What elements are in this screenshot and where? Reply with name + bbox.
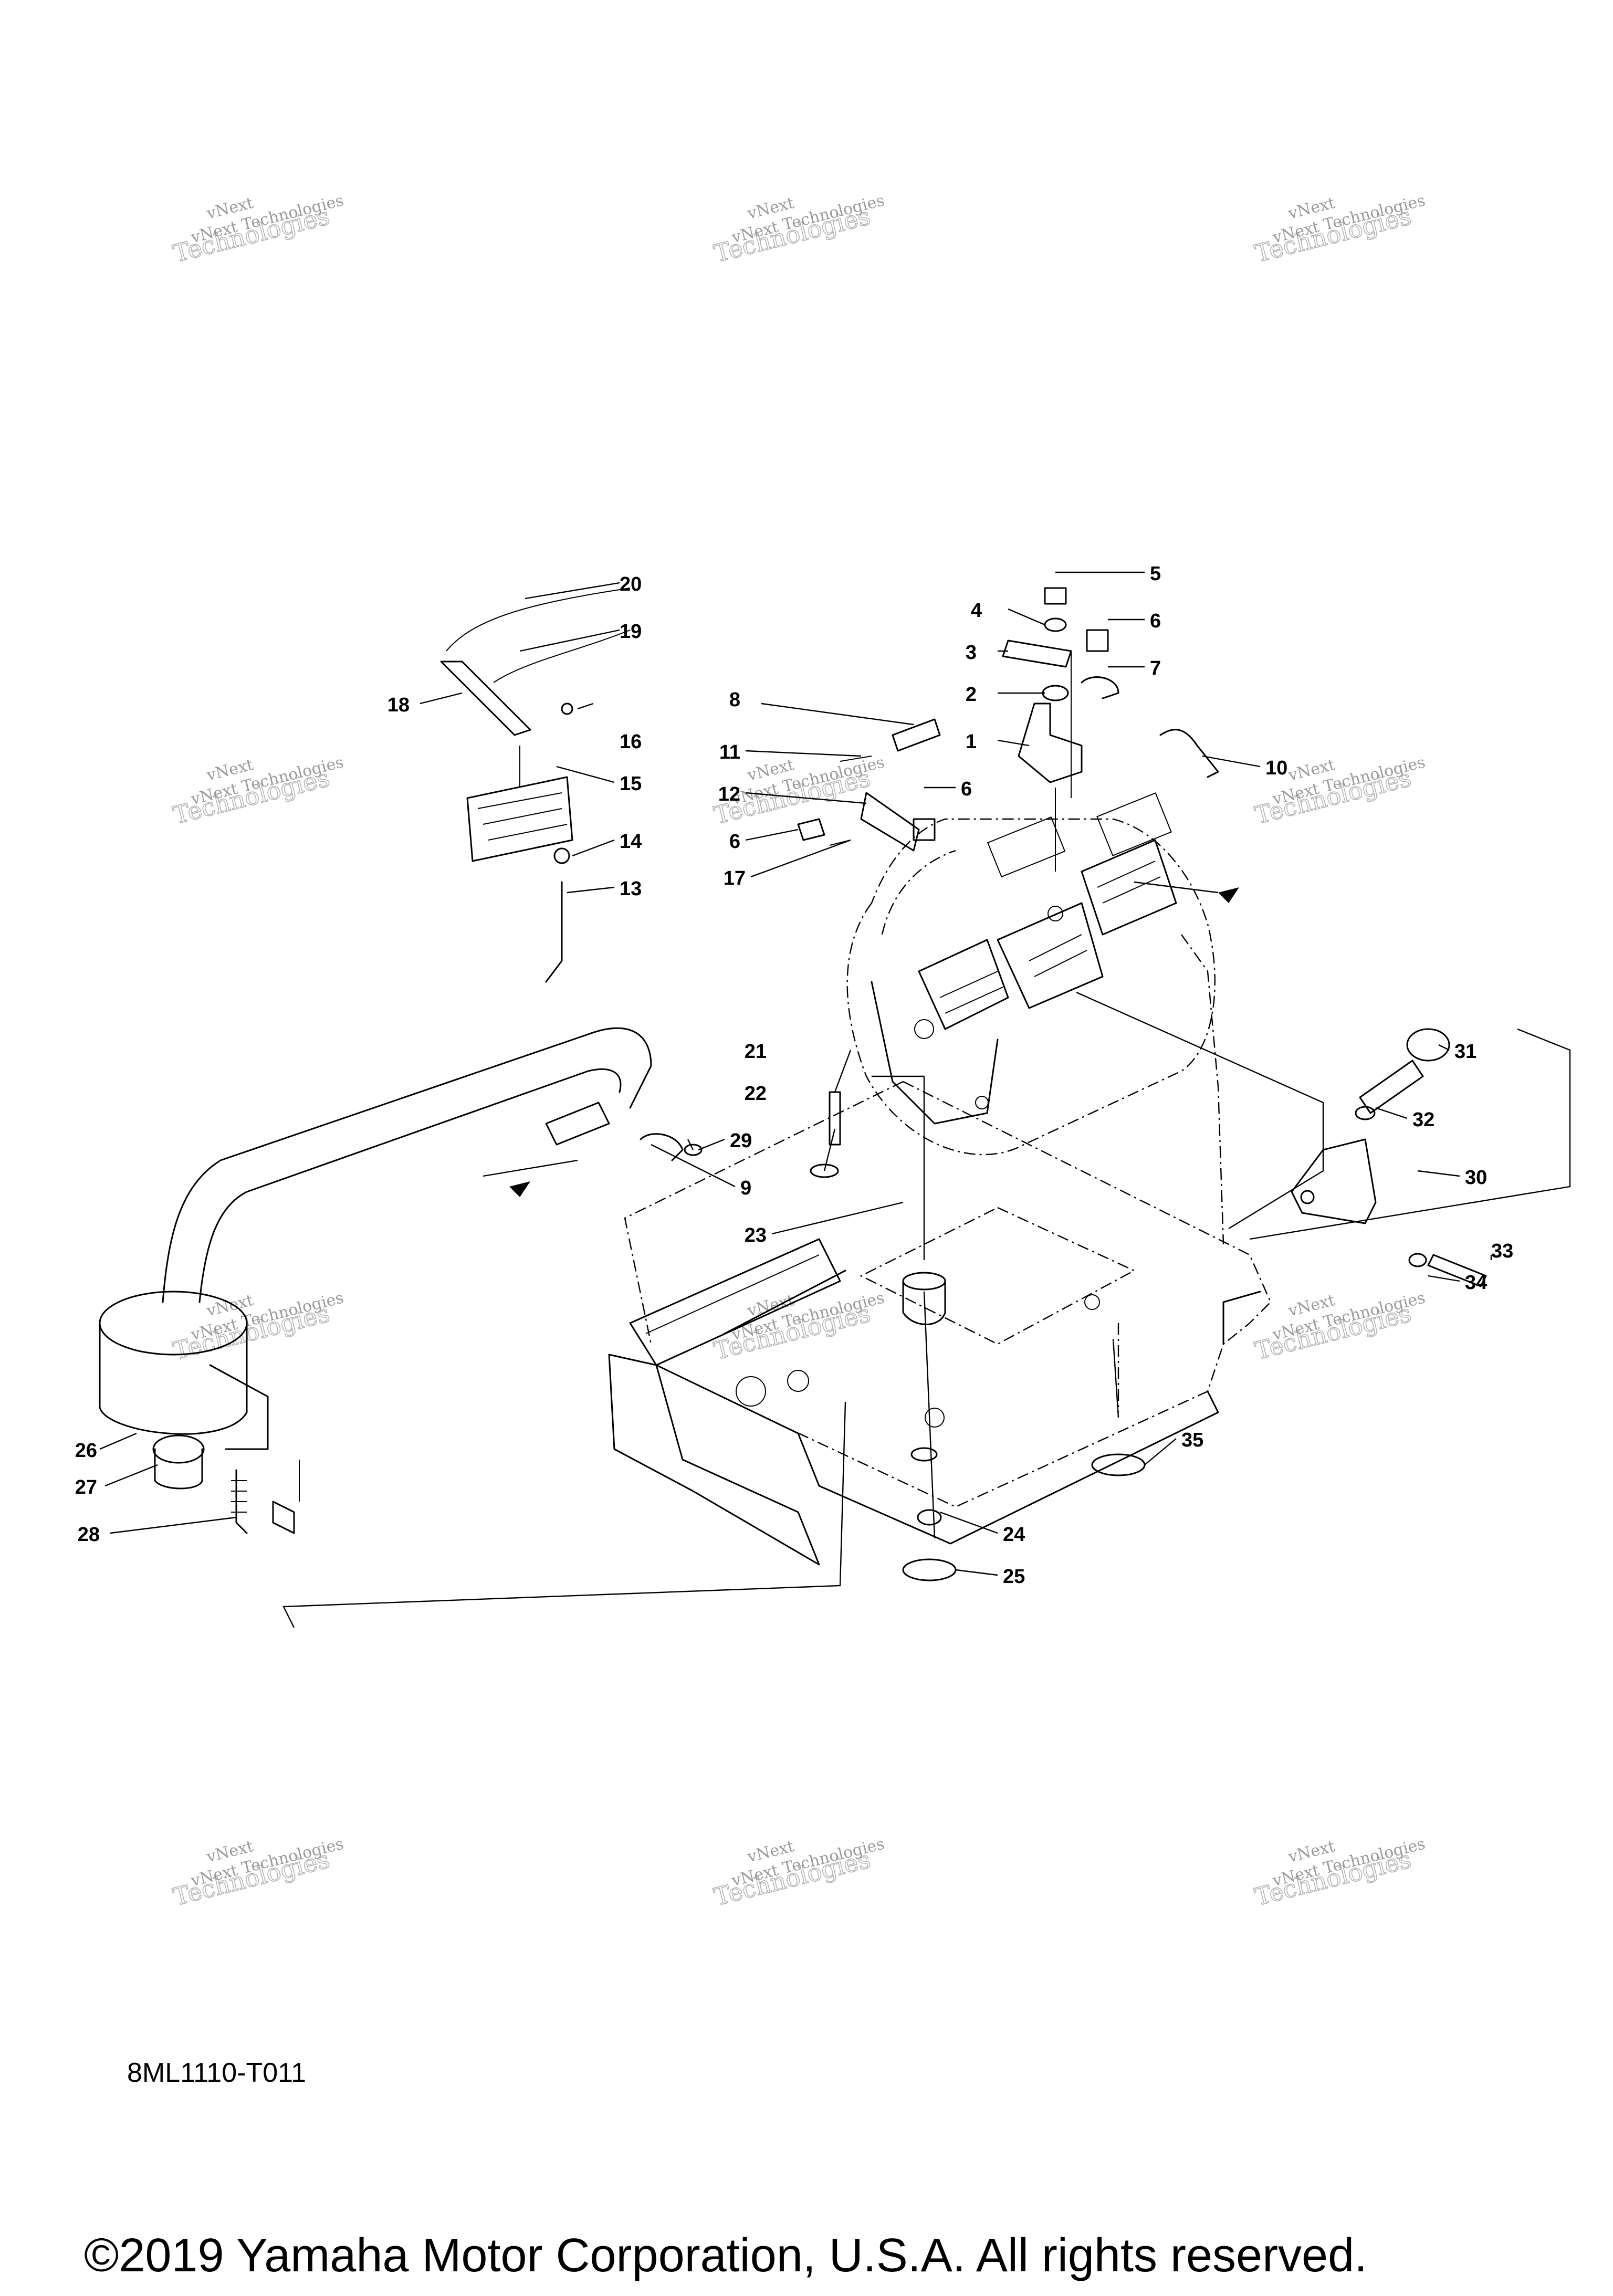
callout-number: 16 xyxy=(620,731,642,753)
callout-number: 2 xyxy=(966,684,977,706)
watermark: vNext Technologies vNext Technologies xyxy=(1252,191,1427,268)
callout-number: 6 xyxy=(961,778,972,800)
callout-number: 7 xyxy=(1150,657,1161,679)
callout-leaders xyxy=(99,571,1492,1576)
callout-number: 26 xyxy=(75,1440,97,1462)
callout-number: 10 xyxy=(1265,757,1287,779)
callout-number: 35 xyxy=(1181,1429,1203,1451)
callout-number: 12 xyxy=(718,783,740,805)
callout-number: 8 xyxy=(729,689,740,711)
callout-number: 31 xyxy=(1454,1041,1476,1063)
callout-number: 19 xyxy=(620,621,642,643)
drawing-code: 8ML1110-T011 xyxy=(127,2058,307,2088)
callout-number: 17 xyxy=(724,867,746,889)
watermark: vNext Technologies vNext Technologies xyxy=(170,753,345,830)
callout-number: 1 xyxy=(966,731,977,753)
callout-number: 6 xyxy=(729,831,740,853)
copyright-notice: ©2019 Yamaha Motor Corporation, U.S.A. A… xyxy=(84,2229,1368,2282)
callout-number: 24 xyxy=(1003,1524,1025,1546)
callout-number: 6 xyxy=(1150,610,1161,632)
callout-number: 4 xyxy=(971,600,982,622)
callout-number: 32 xyxy=(1412,1109,1434,1131)
callout-number: 20 xyxy=(620,573,642,595)
watermark: vNext Technologies vNext Technologies xyxy=(170,1834,345,1912)
watermark-group: vNext Technologies vNext Technologies vN… xyxy=(170,191,1427,1912)
callout-number: 27 xyxy=(75,1476,97,1498)
callout-number: 29 xyxy=(730,1130,752,1152)
arrow-icon xyxy=(509,1181,530,1197)
watermark: vNext Technologies vNext Technologies xyxy=(170,1288,345,1366)
exhaust-system xyxy=(99,1027,703,1534)
callout-number: 14 xyxy=(620,831,642,853)
callout-number: 9 xyxy=(740,1177,751,1199)
callout-number: 5 xyxy=(1150,563,1161,585)
watermark: vNext Technologies vNext Technologies xyxy=(711,1834,886,1912)
callout-number: 13 xyxy=(620,878,642,900)
watermark: vNext Technologies vNext Technologies xyxy=(1252,1834,1427,1912)
watermark: vNext Technologies vNext Technologies xyxy=(170,191,345,268)
callout-number: 30 xyxy=(1465,1167,1487,1189)
callout-numbers: 1 2 3 4 5 6 6 6 7 8 9 10 11 12 13 14 15 … xyxy=(75,563,1514,1588)
callout-number: 33 xyxy=(1491,1240,1513,1262)
watermark: vNext Technologies vNext Technologies xyxy=(711,191,886,268)
callout-number: 28 xyxy=(78,1524,100,1546)
engine xyxy=(846,792,1216,1156)
callout-number: 3 xyxy=(966,642,977,664)
watermark: vNext Technologies vNext Technologies xyxy=(1252,1288,1427,1366)
callout-number: 18 xyxy=(387,694,410,716)
rubber-mounts xyxy=(810,1091,1146,1581)
watermark: vNext Technologies vNext Technologies xyxy=(1252,753,1427,830)
callout-number: 25 xyxy=(1003,1566,1025,1588)
arrow-icon xyxy=(1218,887,1239,903)
callout-number: 34 xyxy=(1465,1272,1487,1294)
engine-bracket xyxy=(1291,1028,1487,1287)
callout-number: 22 xyxy=(745,1083,767,1105)
callout-number: 23 xyxy=(745,1224,767,1246)
throttle-linkage xyxy=(440,588,631,983)
watermark: vNext Technologies vNext Technologies xyxy=(711,1288,886,1366)
frame-chassis xyxy=(608,934,1272,1566)
callout-number: 11 xyxy=(719,741,740,763)
reference-lines xyxy=(282,881,1571,1628)
callout-number: 21 xyxy=(745,1041,767,1063)
callout-number: 15 xyxy=(620,773,642,795)
